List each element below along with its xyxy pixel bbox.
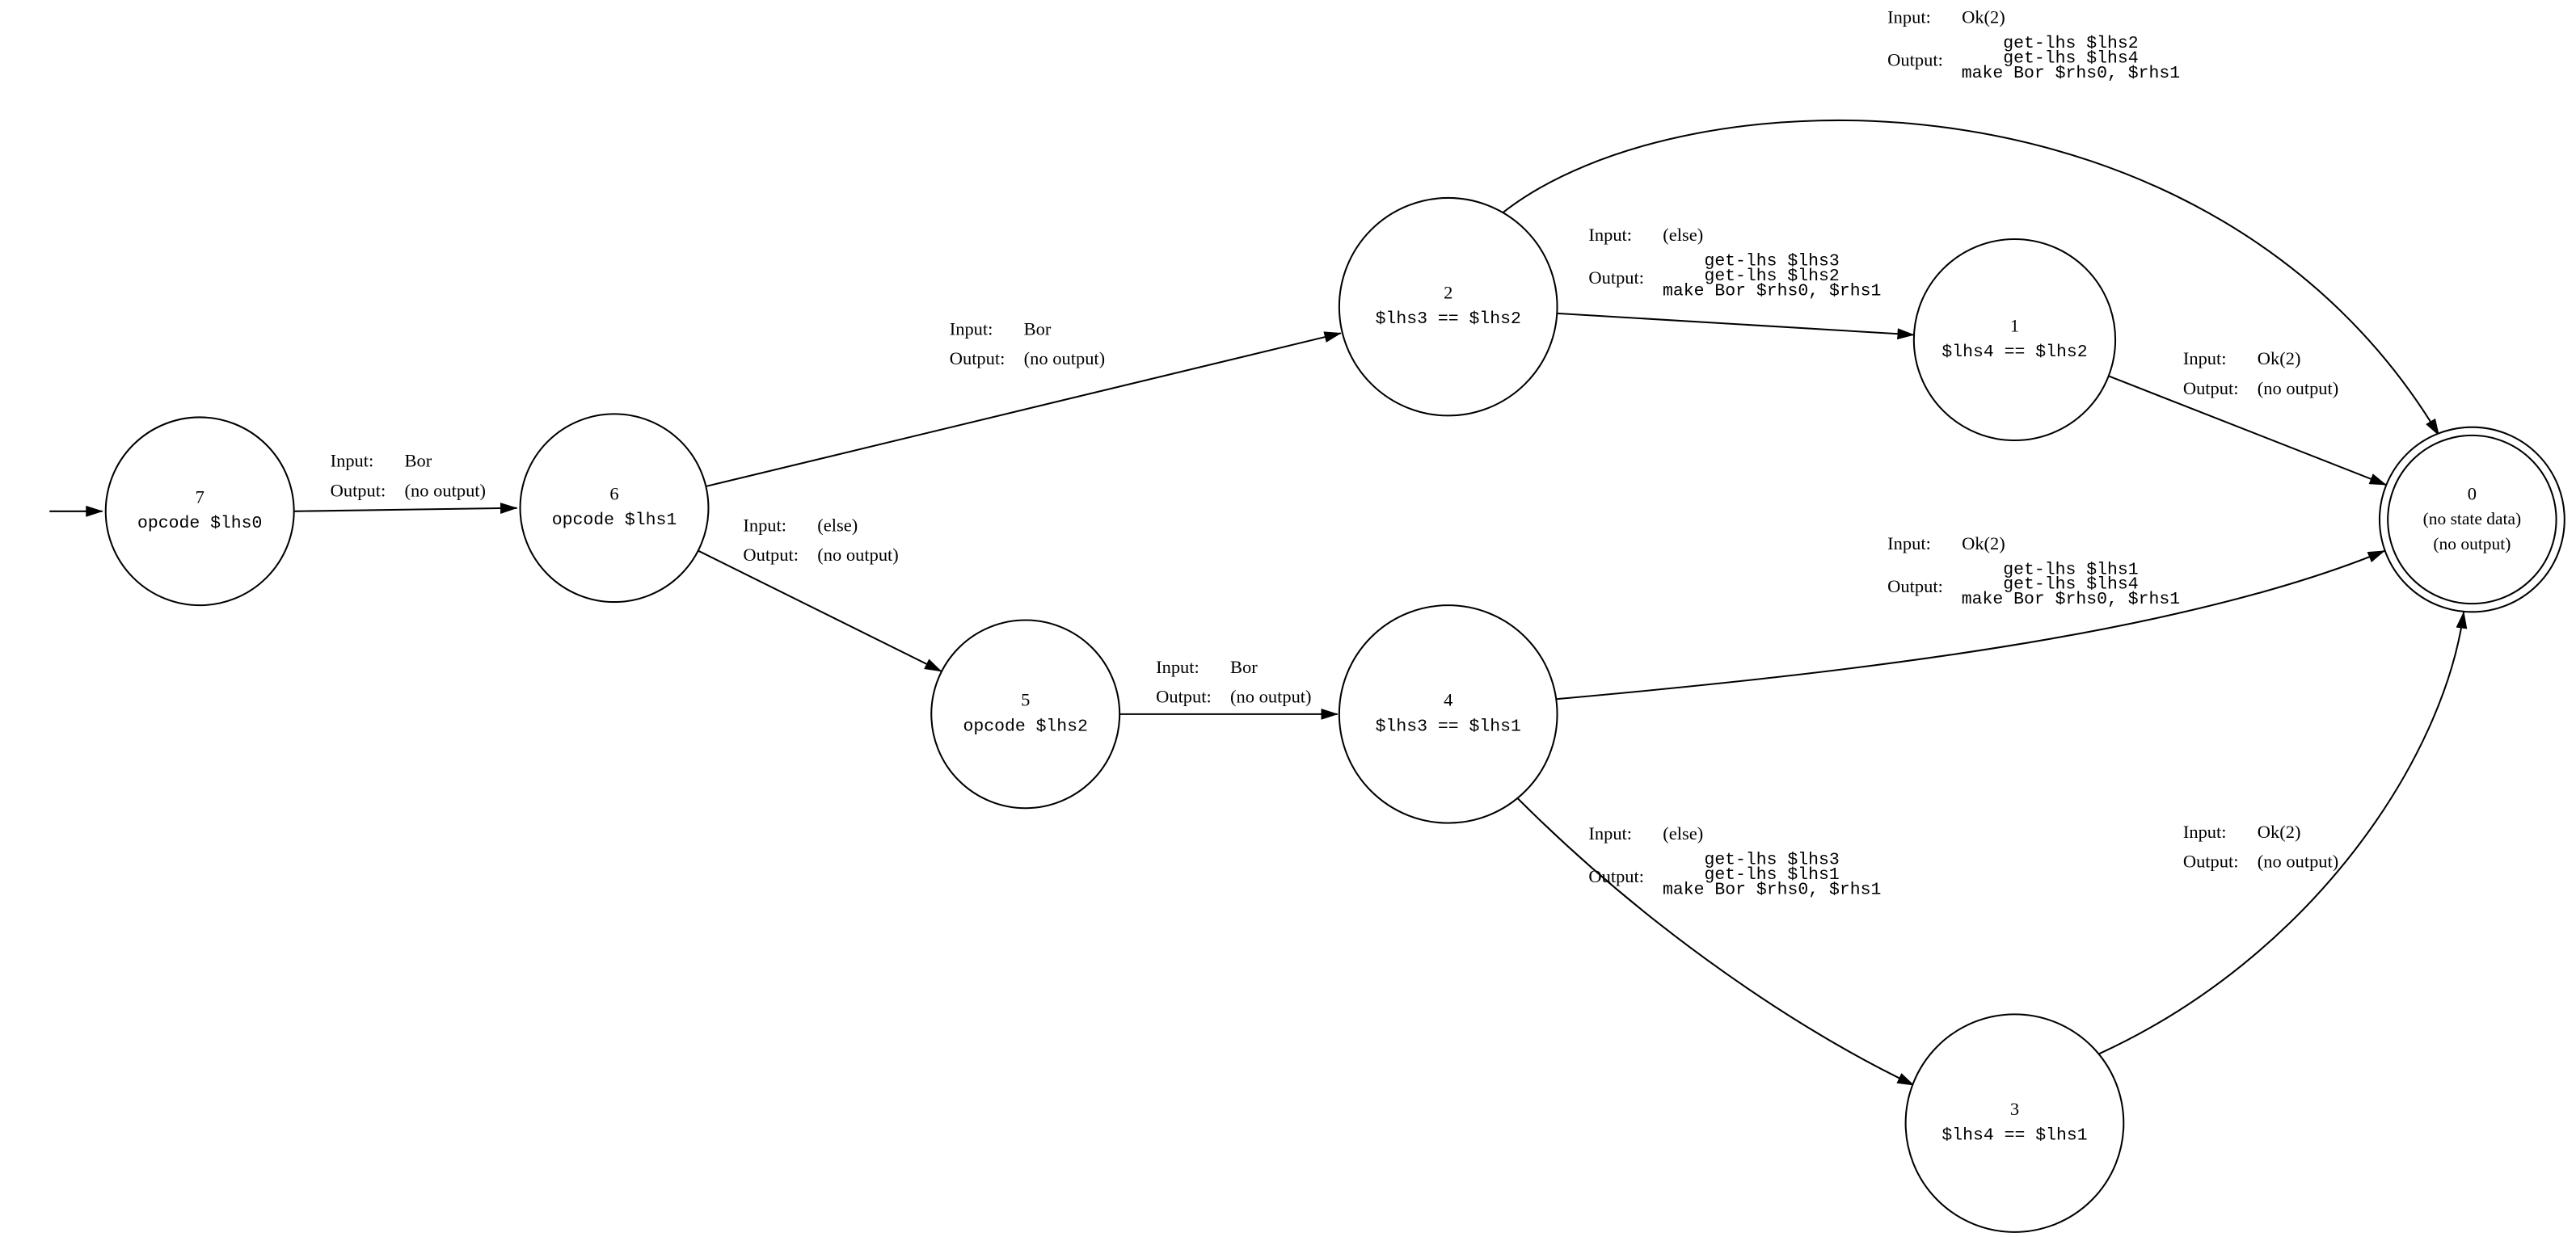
- state-circle-5: [930, 619, 1121, 810]
- edge-1-0: [2108, 375, 2388, 486]
- edge-label-6-2: Input: Bor Output: (no output): [950, 320, 1105, 369]
- output-line: get-lhs $lhs2: [1704, 267, 1840, 288]
- input-value: (else): [817, 515, 858, 536]
- edge-4-0: [1554, 549, 2386, 701]
- input-key: Input:: [2182, 349, 2227, 370]
- edge-label-3-0: Input: Ok(2) Output: (no output): [2183, 823, 2338, 873]
- edge-2-0: [1502, 119, 2440, 436]
- output-line: get-lhs $lhs4: [2003, 575, 2139, 596]
- input-key: Input:: [1588, 225, 1633, 246]
- output-value: (no output): [1023, 349, 1106, 370]
- edge-label-4-3: Input: (else) Output: get-lhs $lhs3 get-l…: [1588, 825, 1881, 900]
- edge-3-0: [2098, 611, 2468, 1055]
- output-key: Output:: [1887, 577, 1943, 597]
- edge-label-4-0: Input: Ok(2) Output: get-lhs $lhs1 get-lh…: [1887, 534, 2180, 609]
- input-key: Input:: [949, 320, 993, 340]
- output-line: make Bor $rhs0, $rhs1: [1662, 881, 1882, 902]
- output-key: Output:: [1588, 867, 1645, 887]
- output-value: (no output): [817, 545, 899, 566]
- output-line: make Bor $rhs0, $rhs1: [1662, 282, 1882, 303]
- state-circle-0-inner: [2387, 434, 2557, 605]
- output-line: get-lhs $lhs1: [1704, 866, 1840, 886]
- edge-6-2: [705, 331, 1342, 488]
- input-value: Ok(2): [2257, 349, 2301, 370]
- edge-6-5: [698, 549, 942, 672]
- state-circle-0-outer: [2378, 426, 2565, 613]
- output-code: get-lhs $lhs1 get-lhs $lhs4 make Bor $rh…: [1961, 561, 2181, 612]
- state-circle-4: [1338, 604, 1558, 824]
- input-value: Ok(2): [1962, 8, 2005, 28]
- input-value: Bor: [1230, 658, 1258, 678]
- input-value: (else): [1663, 225, 1704, 246]
- output-code: get-lhs $lhs3 get-lhs $lhs1 make Bor $rh…: [1662, 851, 1882, 902]
- input-key: Input:: [1588, 824, 1633, 845]
- output-key: Output:: [949, 349, 1006, 370]
- output-key: Output:: [1588, 268, 1645, 288]
- edge-4-3: [1516, 797, 1915, 1087]
- input-key: Input:: [1887, 534, 1931, 554]
- output-line: get-lhs $lhs2: [2003, 34, 2139, 55]
- input-key: Input:: [1156, 658, 1199, 678]
- output-value: (no output): [2257, 379, 2339, 399]
- output-value: (no output): [2257, 852, 2339, 873]
- output-code: get-lhs $lhs2 get-lhs $lhs4 make Bor $rh…: [1961, 34, 2181, 85]
- edge-label-1-0: Input: Ok(2) Output: (no output): [2183, 350, 2338, 399]
- output-value: (no output): [404, 482, 487, 502]
- input-key: Input:: [2182, 823, 2227, 844]
- edge-label-2-0: Input: Ok(2) Output: get-lhs $lhs2 get-lh…: [1887, 8, 2180, 83]
- output-key: Output:: [743, 545, 799, 566]
- output-line: make Bor $rhs0, $rhs1: [1961, 65, 2181, 85]
- input-value: Ok(2): [1962, 534, 2005, 554]
- output-line: make Bor $rhs0, $rhs1: [1961, 591, 2181, 612]
- edge-label-5-4: Input: Bor Output: (no output): [1156, 658, 1311, 707]
- output-key: Output:: [330, 482, 386, 502]
- output-key: Output:: [1887, 50, 1943, 71]
- output-line: get-lhs $lhs3: [1704, 252, 1840, 272]
- edge-label-7-6: Input: Bor Output: (no output): [331, 452, 486, 501]
- state-circle-2: [1338, 196, 1558, 417]
- output-line: get-lhs $lhs1: [2003, 561, 2139, 581]
- output-key: Output:: [2182, 379, 2239, 399]
- state-circle-1: [1912, 238, 2117, 442]
- state-circle-6: [519, 413, 710, 604]
- edge-2-1: [1557, 312, 1915, 340]
- output-key: Output:: [2182, 852, 2239, 873]
- output-line: get-lhs $lhs4: [2003, 49, 2139, 70]
- output-code: get-lhs $lhs3 get-lhs $lhs2 make Bor $rh…: [1662, 252, 1882, 303]
- state-circle-3: [1904, 1013, 2125, 1233]
- state-circle-7: [104, 416, 295, 607]
- input-value: Bor: [1023, 320, 1052, 340]
- output-key: Output:: [1156, 688, 1212, 708]
- input-key: Input:: [330, 452, 374, 472]
- input-key: Input:: [1887, 8, 1931, 28]
- input-value: (else): [1663, 824, 1704, 845]
- input-value: Ok(2): [2257, 823, 2301, 844]
- edge-label-6-5: Input: (else) Output: (no output): [743, 516, 898, 566]
- input-value: Bor: [404, 452, 432, 472]
- edge-7-6: [293, 503, 518, 514]
- output-value: (no output): [1230, 688, 1312, 708]
- output-line: get-lhs $lhs3: [1704, 851, 1840, 871]
- edge-label-2-1: Input: (else) Output: get-lhs $lhs3 get-l…: [1588, 226, 1881, 301]
- input-key: Input:: [743, 515, 787, 536]
